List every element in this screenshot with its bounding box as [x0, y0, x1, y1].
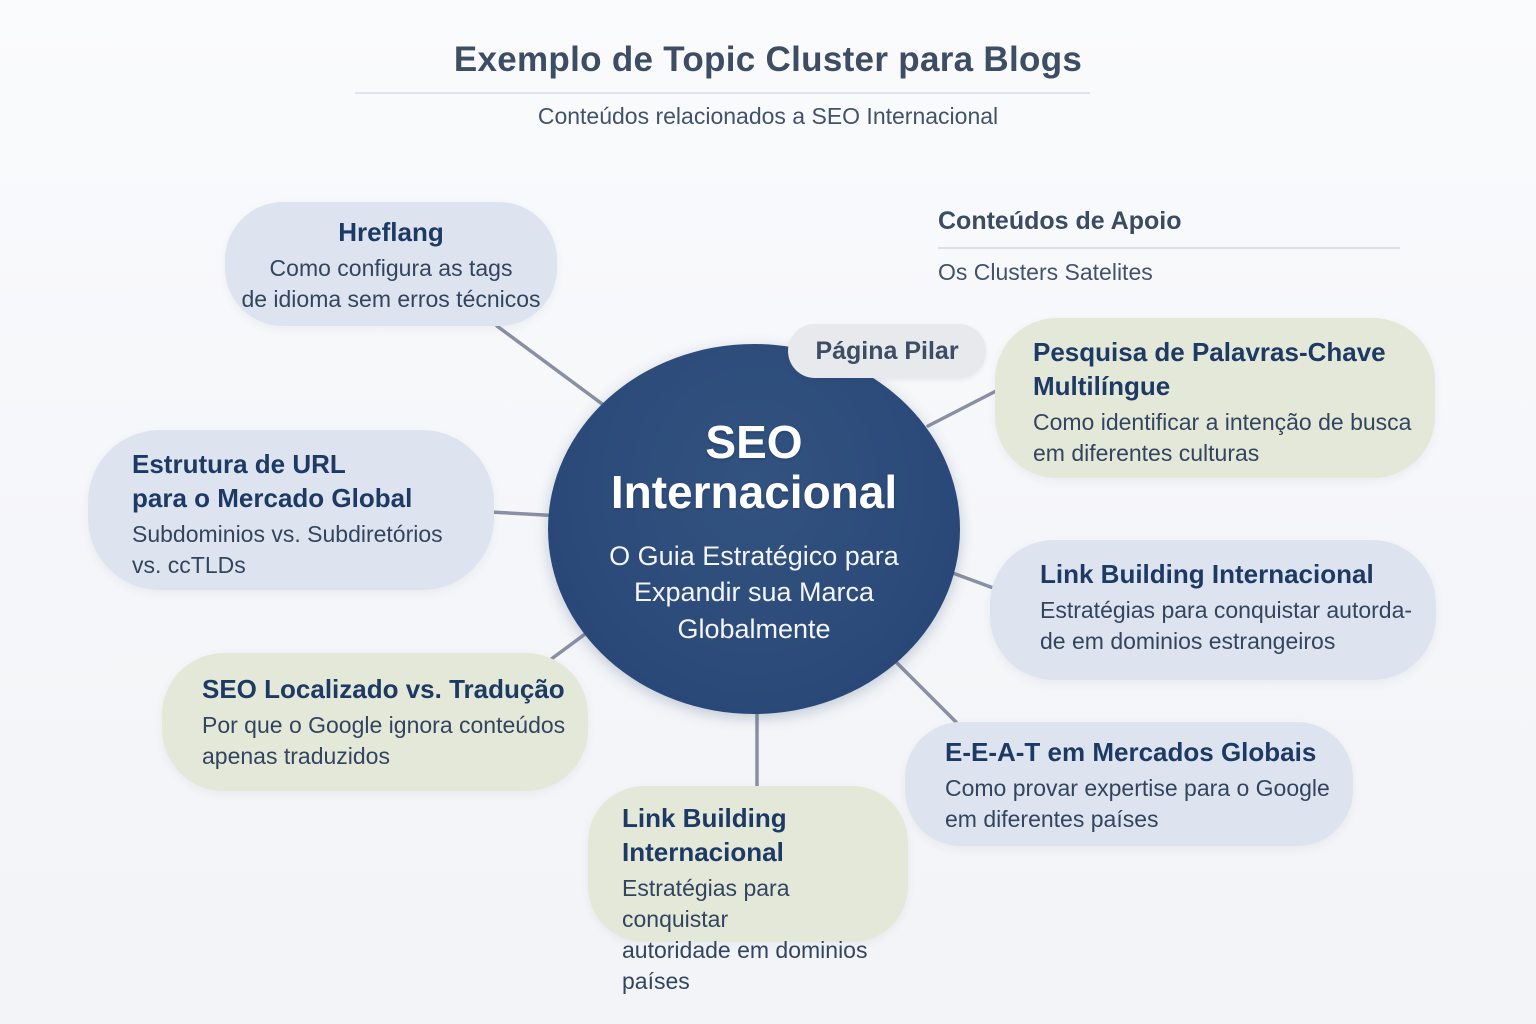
cluster-bubble-hreflang: Hreflang Como configura as tags de idiom…: [225, 202, 557, 326]
pillar-label-pill: Página Pilar: [788, 324, 986, 378]
cluster-title: E-E-A-T em Mercados Globais: [945, 737, 1317, 767]
cluster-description: Como identificar a intenção de busca em …: [1033, 408, 1412, 466]
supporting-heading: Conteúdos de Apoio: [938, 207, 1182, 235]
cluster-bubble-seo-localizado: SEO Localizado vs. Tradução Por que o Go…: [162, 653, 588, 791]
connector-eeat: [892, 658, 958, 724]
cluster-bubble-link-building-bottom: Link Building Internacional Estratégias …: [588, 786, 908, 994]
pillar-name: SEO Internacional: [610, 415, 898, 519]
cluster-bubble-pesquisa-palavras-chave: Pesquisa de Palavras-Chave Multilíngue C…: [995, 318, 1435, 478]
pillar-description: O Guia Estratégico para Expandir sua Mar…: [609, 540, 899, 644]
cluster-description: Como provar expertise para o Google em d…: [945, 774, 1330, 832]
cluster-title: SEO Localizado vs. Tradução: [202, 674, 565, 704]
cluster-bubble-estrutura-url: Estrutura de URL para o Mercado Global S…: [88, 430, 494, 590]
supporting-subheading: Os Clusters Satelites: [938, 259, 1153, 285]
cluster-description: Subdominios vs. Subdiretórios vs. ccTLDs: [132, 520, 443, 578]
supporting-divider: [938, 247, 1400, 249]
cluster-title: Hreflang: [338, 217, 444, 247]
title-divider: [355, 92, 1090, 94]
cluster-description: Estratégias para conquistar autorda- de …: [1040, 596, 1413, 654]
page-title: Exemplo de Topic Cluster para Blogs: [453, 40, 1083, 79]
cluster-description: Estratégias para conquistar autoridade e…: [622, 874, 868, 994]
page-subtitle: Conteúdos relacionados a SEO Internacion…: [537, 103, 999, 129]
cluster-bubble-link-building-right: Link Building Internacional Estratégias …: [990, 540, 1436, 680]
connector-hreflang: [495, 324, 615, 414]
cluster-title: Link Building Internacional: [622, 803, 787, 867]
connector-link-building-right: [948, 570, 998, 591]
cluster-description: Como configura as tags de idioma sem err…: [241, 254, 541, 312]
cluster-title: Link Building Internacional: [1040, 559, 1374, 589]
cluster-bubble-eeat: E-E-A-T em Mercados Globais Como provar …: [905, 722, 1353, 846]
connector-pesquisa: [926, 388, 1000, 428]
cluster-description: Por que o Google ignora conteúdos apenas…: [202, 711, 566, 769]
cluster-title: Estrutura de URL para o Mercado Global: [132, 449, 413, 513]
cluster-title: Pesquisa de Palavras-Chave Multilíngue: [1033, 337, 1386, 401]
pillar-circle: SEO Internacional O Guia Estratégico par…: [548, 344, 960, 714]
